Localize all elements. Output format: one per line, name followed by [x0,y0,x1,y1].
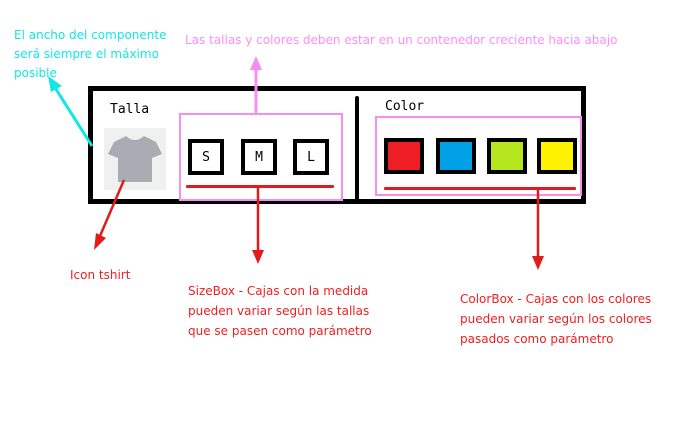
colorbox-underline [384,187,576,190]
size-box-s[interactable]: S [188,139,224,175]
colorbox-annotation-line: ColorBox - Cajas con los colores [460,292,652,306]
colorbox-annotation-line: pueden variar según los colores [460,312,652,326]
container-annotation-text: Las tallas y colores deben estar en un c… [185,33,618,47]
size-label: Talla [110,102,150,117]
size-box-label: L [307,149,315,165]
container-arrow [250,56,262,114]
sizebox-annotation: SizeBox - Cajas con la medida pueden var… [188,281,372,341]
color-box-yellow[interactable] [537,138,577,174]
section-divider [355,96,359,202]
sizebox-annotation-line: SizeBox - Cajas con la medida [188,284,369,298]
icon-annotation: Icon tshirt [70,266,130,285]
size-box-label: M [255,149,263,165]
color-box-red[interactable] [384,138,424,174]
size-box-label: S [202,149,210,165]
tshirt-icon [108,136,162,182]
width-annotation-text: El ancho del componente será siempre el … [14,28,167,80]
icon-arrow [94,179,126,250]
size-container [179,113,343,201]
tshirt-icon-container [104,128,166,190]
colorbox-annotation: ColorBox - Cajas con los colores pueden … [460,289,652,349]
sizebox-underline [186,185,334,188]
sizebox-annotation-line: que se pasen como parámetro [188,324,372,338]
size-box-l[interactable]: L [293,139,329,175]
container-annotation: Las tallas y colores deben estar en un c… [185,31,625,50]
colorbox-annotation-line: pasados como parámetro [460,332,614,346]
size-box-m[interactable]: M [241,139,277,175]
color-label: Color [385,99,425,114]
sizebox-arrow [252,187,264,264]
width-arrow [48,76,94,147]
color-box-blue[interactable] [436,138,476,174]
sizebox-annotation-line: pueden variar según las tallas [188,304,370,318]
color-box-green[interactable] [487,138,527,174]
color-container [375,116,582,196]
icon-annotation-text: Icon tshirt [70,268,131,282]
width-annotation: El ancho del componente será siempre el … [14,26,186,83]
colorbox-arrow [532,189,544,270]
